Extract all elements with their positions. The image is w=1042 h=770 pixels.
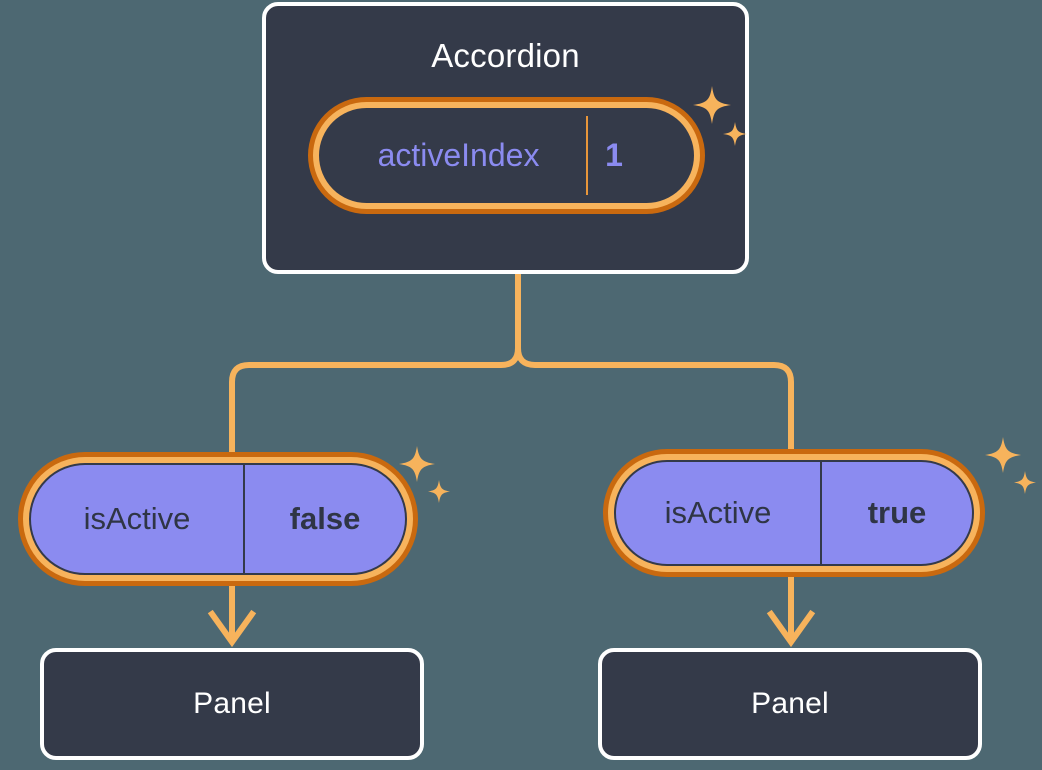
state-pill-inner-ring: activeIndex 1 — [313, 102, 700, 209]
arrow-down-icon — [766, 609, 816, 648]
state-pill-inner-ring: isActive false — [23, 457, 413, 581]
component-title-accordion: Accordion — [431, 37, 580, 74]
connector-root-to-right — [515, 271, 794, 452]
state-value-activeindex: 1 — [605, 137, 623, 173]
state-pill-core: isActive true — [614, 460, 974, 566]
state-pill-inner-ring: isActive true — [608, 454, 980, 572]
state-pill-divider — [820, 462, 822, 564]
state-pill-isactive-left[interactable]: isActive false — [18, 452, 418, 586]
state-value-isactive-left: false — [289, 501, 361, 536]
arrow-down-icon — [207, 609, 257, 648]
component-title-panel-right: Panel — [751, 687, 829, 720]
state-pill-activeindex[interactable]: activeIndex 1 — [308, 97, 705, 214]
sparkle-small-icon — [428, 480, 450, 503]
sparkle-small-icon — [1014, 471, 1036, 494]
state-pill-core: isActive false — [29, 463, 407, 575]
state-pill-divider — [586, 116, 588, 195]
state-key-isactive-left: isActive — [83, 501, 191, 536]
component-node-panel-left[interactable]: Panel — [40, 648, 424, 760]
state-key-activeindex: activeIndex — [377, 137, 540, 173]
state-pill-core: activeIndex 1 — [319, 108, 694, 203]
sparkle-large-icon — [985, 437, 1021, 473]
state-key-isactive-right: isActive — [664, 495, 772, 530]
component-node-panel-right[interactable]: Panel — [598, 648, 982, 760]
sparkle-icon — [983, 435, 1041, 497]
state-pill-isactive-right[interactable]: isActive true — [603, 449, 985, 577]
state-value-isactive-right: true — [867, 495, 927, 530]
sparkle-large-icon — [399, 446, 435, 482]
state-pill-divider — [243, 465, 245, 573]
connector-root-to-left — [229, 271, 521, 455]
component-title-panel-left: Panel — [193, 687, 271, 720]
